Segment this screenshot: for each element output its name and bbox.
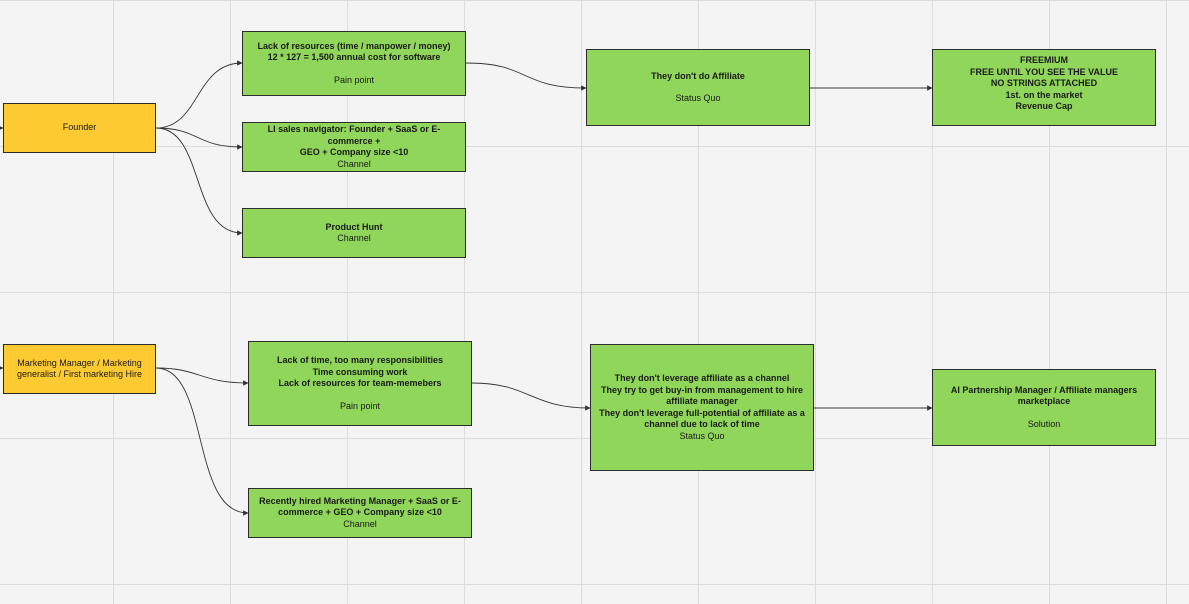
founder-pain-point-box[interactable]: Lack of resources (time / manpower / mon… xyxy=(242,31,466,96)
founder-channel-producthunt-tag: Channel xyxy=(337,233,371,243)
connector-marketing-to-pain xyxy=(155,367,249,386)
persona-marketing-manager[interactable]: Marketing Manager / Marketing generalist… xyxy=(3,344,156,394)
marketing-pain-point-box[interactable]: Lack of time, too many responsibilities … xyxy=(248,341,472,426)
founder-status-quo-tag: Status Quo xyxy=(675,93,721,103)
marketing-status-quo-text: They don't leverage affiliate as a chann… xyxy=(599,373,805,429)
founder-channel-linkedin-tag: Channel xyxy=(337,158,371,169)
connector-founder-to-pain xyxy=(155,60,243,129)
founder-channel-producthunt-text: Product Hunt xyxy=(325,221,383,232)
connector-founder-to-channel2 xyxy=(155,127,243,236)
marketing-solution-tag: Solution xyxy=(1027,418,1061,429)
persona-founder[interactable]: Founder xyxy=(3,103,156,153)
founder-status-quo-box[interactable]: They don't do Affiliate Status Quo xyxy=(586,49,810,126)
connector-founder-pain-to-status xyxy=(465,62,587,91)
marketing-solution-text: AI Partnership Manager / Affiliate manag… xyxy=(950,384,1138,407)
founder-pain-point-text: Lack of resources (time / manpower / mon… xyxy=(257,40,451,63)
founder-solution-box[interactable]: FREEMIUM FREE UNTIL YOU SEE THE VALUE NO… xyxy=(932,49,1156,126)
marketing-channel-text: Recently hired Marketing Manager + SaaS … xyxy=(259,495,461,518)
connector-founder-to-channel1 xyxy=(155,127,243,150)
founder-pain-point-tag: Pain point xyxy=(333,74,375,85)
marketing-channel-box[interactable]: Recently hired Marketing Manager + SaaS … xyxy=(248,488,472,538)
founder-status-quo-text: They don't do Affiliate xyxy=(651,70,745,81)
founder-channel-linkedin-box[interactable]: LI sales navigator: Founder + SaaS or E-… xyxy=(242,122,466,172)
marketing-channel-tag: Channel xyxy=(343,518,377,529)
marketing-status-quo-box[interactable]: They don't leverage affiliate as a chann… xyxy=(590,344,814,471)
connector-marketing-pain-to-status xyxy=(471,382,591,411)
founder-channel-producthunt-box[interactable]: Product Hunt Channel xyxy=(242,208,466,258)
founder-channel-linkedin-text: LI sales navigator: Founder + SaaS or E-… xyxy=(267,124,441,157)
marketing-status-quo-tag: Status Quo xyxy=(679,430,725,441)
founder-solution-text: FREEMIUM FREE UNTIL YOU SEE THE VALUE NO… xyxy=(969,55,1119,111)
connector-marketing-to-channel xyxy=(155,367,249,516)
persona-founder-label: Founder xyxy=(62,122,97,133)
persona-marketing-manager-label: Marketing Manager / Marketing generalist… xyxy=(16,357,143,380)
marketing-solution-box[interactable]: AI Partnership Manager / Affiliate manag… xyxy=(932,369,1156,446)
marketing-pain-point-tag: Pain point xyxy=(339,400,381,411)
marketing-pain-point-text: Lack of time, too many responsibilities … xyxy=(276,355,444,388)
